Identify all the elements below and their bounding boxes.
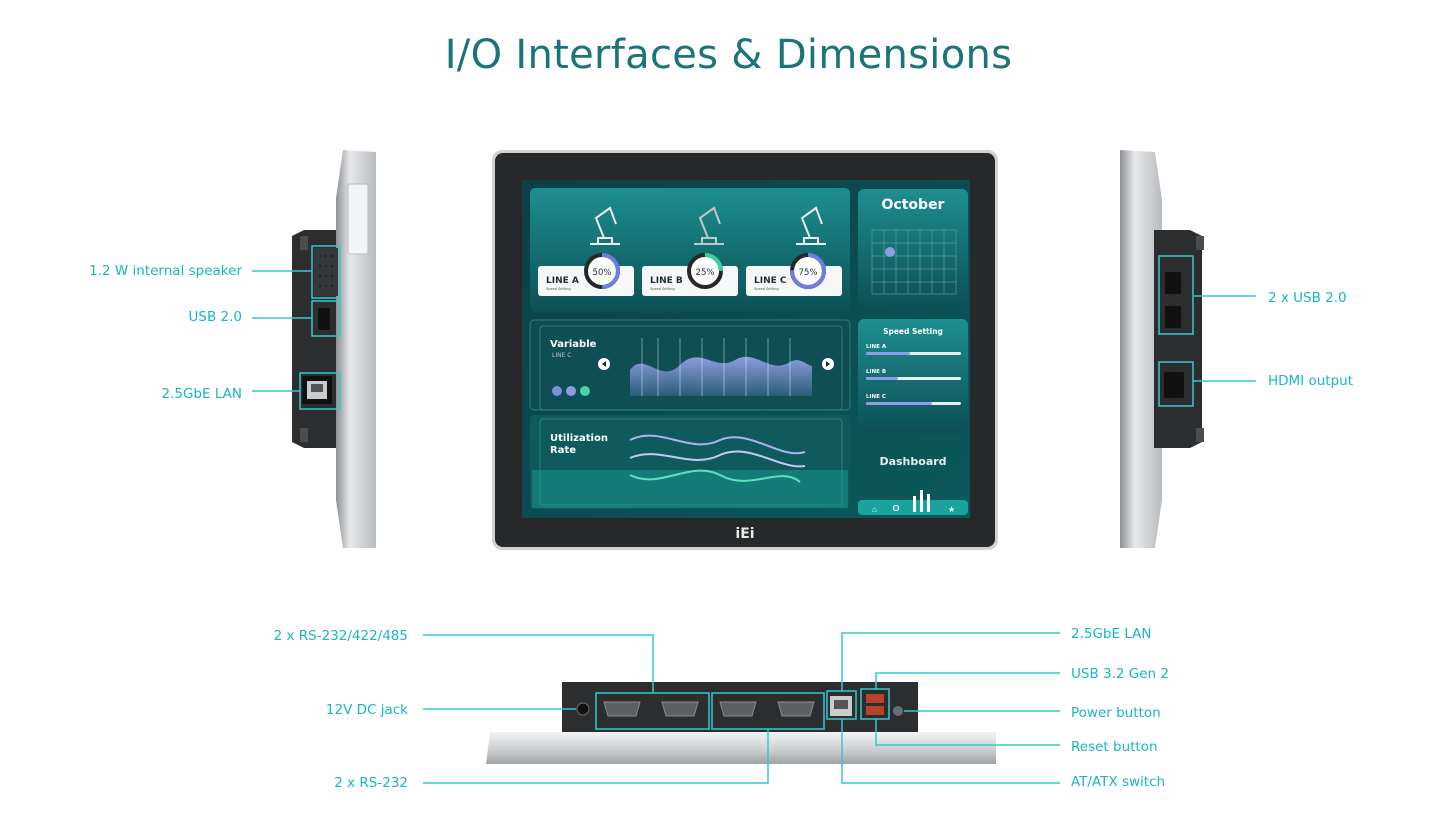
callout-internal-speaker: 1.2 W internal speaker bbox=[89, 263, 242, 279]
callout-lan-bottom: 2.5GbE LAN bbox=[1071, 626, 1152, 642]
usb-pair-callout-box bbox=[1158, 255, 1194, 335]
svg-text:Utilization: Utilization bbox=[550, 433, 608, 444]
front-view: LINE A Speed Setting 50% LINE B Speed Se… bbox=[492, 150, 998, 550]
svg-text:Variable: Variable bbox=[550, 339, 597, 350]
callout-hdmi-output: HDMI output bbox=[1268, 373, 1353, 389]
svg-text:Speed Setting: Speed Setting bbox=[754, 287, 779, 291]
svg-text:25%: 25% bbox=[696, 268, 715, 278]
svg-text:Speed Setting: Speed Setting bbox=[883, 327, 943, 336]
robot-arm-icon bbox=[590, 206, 826, 245]
svg-text:LINE A: LINE A bbox=[546, 276, 579, 286]
speed-setting-widget bbox=[858, 319, 968, 433]
svg-text:Rate: Rate bbox=[550, 445, 576, 456]
hdmi-callout-box bbox=[1158, 361, 1194, 407]
calendar-widget bbox=[858, 189, 968, 307]
svg-text:⌂: ⌂ bbox=[872, 505, 877, 514]
callout-at-atx-switch: AT/ATX switch bbox=[1071, 774, 1166, 790]
svg-text:75%: 75% bbox=[799, 268, 818, 278]
right-side-view bbox=[1120, 150, 1204, 548]
svg-text:LINE A: LINE A bbox=[866, 344, 887, 350]
svg-text:Speed Setting: Speed Setting bbox=[650, 287, 675, 291]
callout-rs232-422-485: 2 x RS-232/422/485 bbox=[273, 628, 408, 644]
callout-usb-3-2: USB 3.2 Gen 2 bbox=[1071, 666, 1169, 682]
left-side-view bbox=[292, 150, 376, 548]
callout-rs232: 2 x RS-232 bbox=[334, 775, 408, 791]
brand-logo: iEi bbox=[735, 526, 754, 542]
callout-power-button: Power button bbox=[1071, 705, 1161, 721]
svg-text:LINE C: LINE C bbox=[754, 276, 787, 286]
svg-text:October: October bbox=[882, 197, 945, 213]
svg-text:LINE C: LINE C bbox=[552, 352, 572, 359]
svg-text:LINE B: LINE B bbox=[650, 276, 683, 286]
svg-text:50%: 50% bbox=[593, 268, 612, 278]
callout-usb-2-left: USB 2.0 bbox=[188, 309, 242, 325]
callout-dc-jack: 12V DC jack bbox=[325, 702, 408, 718]
callout-usb-2-right: 2 x USB 2.0 bbox=[1268, 290, 1347, 306]
line-card: LINE C Speed Setting 75% bbox=[746, 253, 842, 296]
svg-text:Speed Setting: Speed Setting bbox=[546, 287, 571, 291]
usb32-callout-box bbox=[860, 688, 890, 720]
utilization-panel bbox=[530, 415, 850, 509]
bottom-view bbox=[486, 682, 996, 764]
callout-lan-left: 2.5GbE LAN bbox=[161, 386, 243, 402]
speaker-callout-box bbox=[311, 245, 341, 299]
svg-text:LINE B: LINE B bbox=[866, 369, 886, 375]
callout-reset-button: Reset button bbox=[1071, 739, 1158, 755]
svg-text:Dashboard: Dashboard bbox=[879, 455, 946, 468]
line-card: LINE B Speed Setting 25% bbox=[642, 253, 738, 296]
line-card: LINE A Speed Setting 50% bbox=[538, 253, 634, 296]
svg-text:LINE C: LINE C bbox=[866, 394, 886, 400]
page-title: I/O Interfaces & Dimensions bbox=[444, 32, 1013, 78]
svg-text:★: ★ bbox=[948, 505, 955, 514]
